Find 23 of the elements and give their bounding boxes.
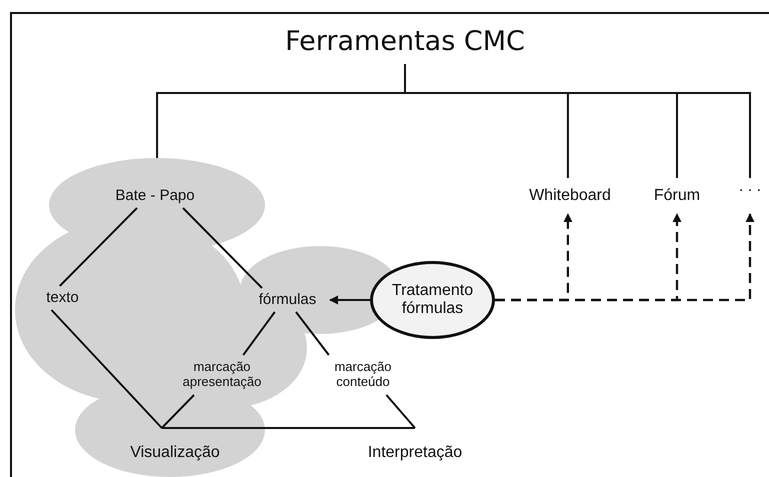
node-label: Tratamento fórmulas	[390, 282, 474, 318]
connector-line	[295, 311, 330, 356]
node-label: fórmulas	[258, 291, 316, 309]
connector-line	[161, 394, 195, 429]
connector-line	[182, 207, 263, 289]
arrow	[329, 296, 370, 304]
title-text: Ferramentas CMC	[285, 26, 525, 58]
connector-line	[162, 427, 415, 429]
node-label: Fórum	[654, 186, 700, 206]
connector-line	[386, 394, 416, 429]
node-label: marcação conteúdo	[333, 360, 393, 390]
node-label: texto	[46, 289, 79, 307]
connector-line	[242, 311, 276, 356]
node-label: Interpretação	[368, 444, 462, 462]
node-label: . . .	[738, 178, 762, 196]
node-label: Bate - Papo	[115, 187, 195, 205]
node-label: Whiteboard	[529, 186, 611, 206]
connector-line	[59, 207, 138, 287]
node-label: Visualização	[130, 444, 220, 462]
node-label: marcação apresentação	[182, 360, 262, 390]
connector-line	[404, 64, 751, 178]
connector-line	[50, 309, 163, 429]
arrow	[495, 213, 754, 302]
